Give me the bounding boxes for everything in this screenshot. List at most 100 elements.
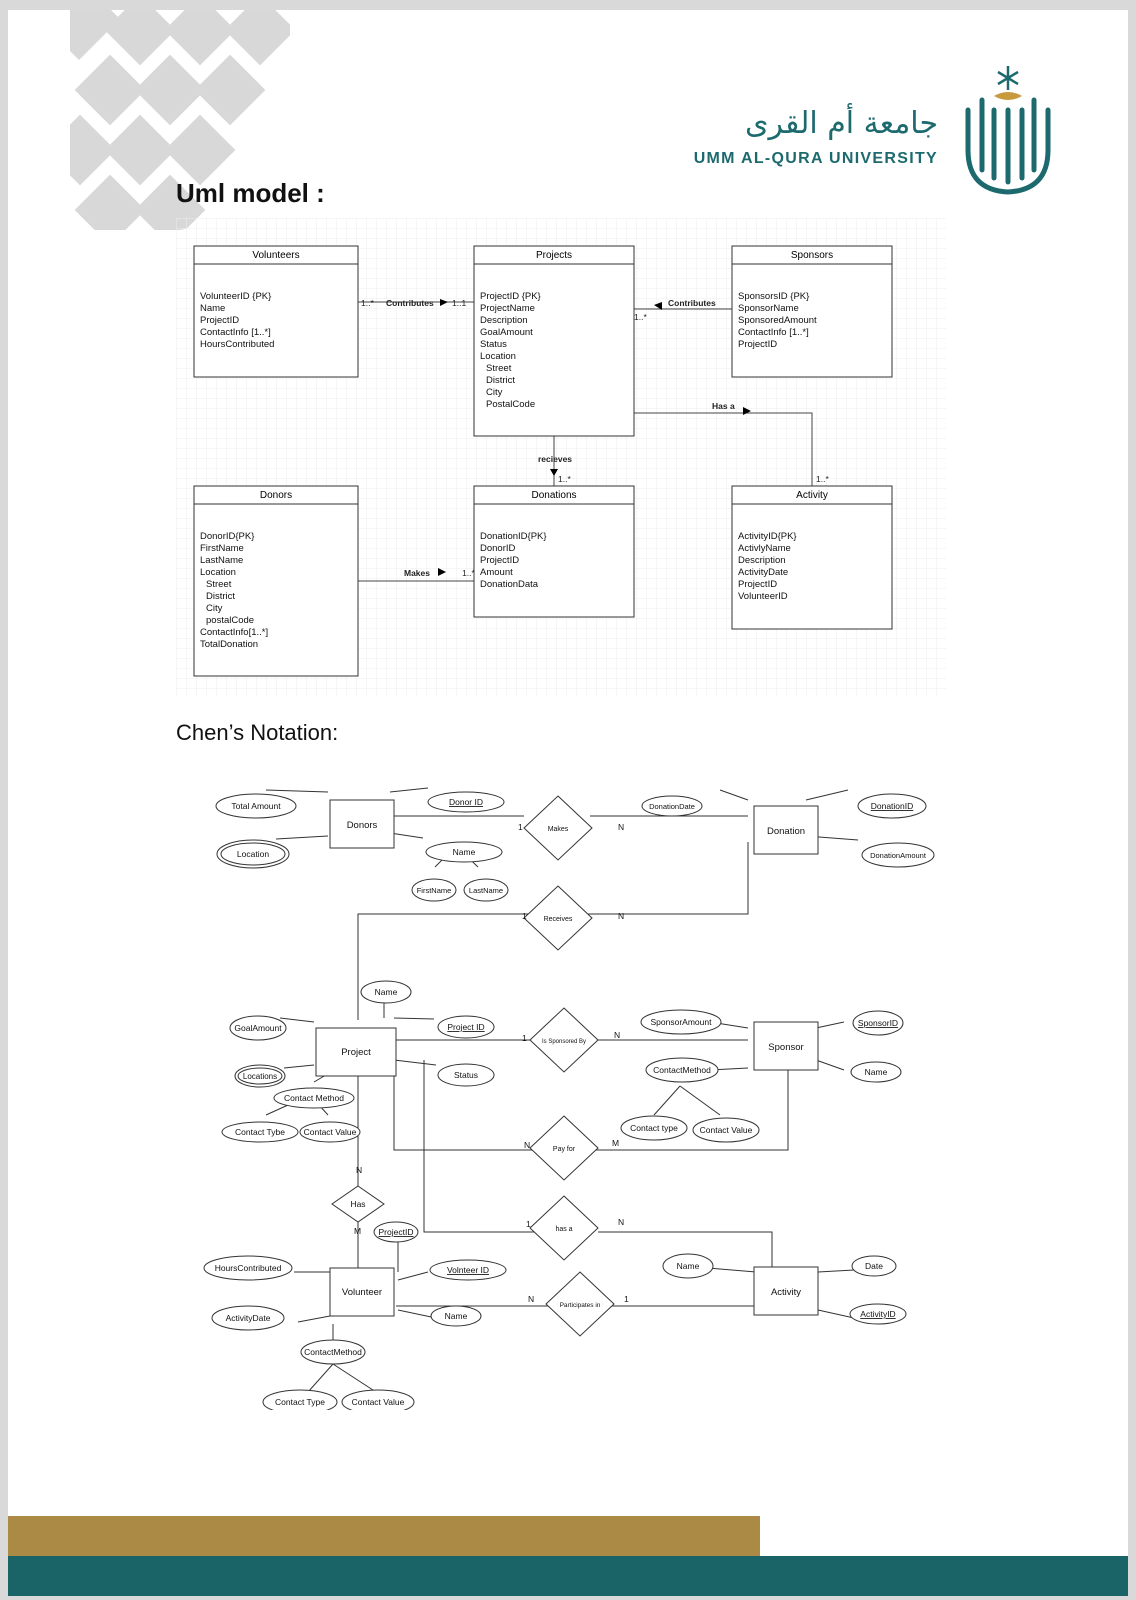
chen-attribute: Name xyxy=(677,1261,700,1271)
chen-relationship-has xyxy=(331,1185,385,1223)
chen-cardinality: M xyxy=(612,1138,619,1148)
uml-class-title: Projects xyxy=(536,250,572,261)
uml-class-activity: Activity ActivityID{PK} ActivlyName Desc… xyxy=(731,485,893,630)
uml-attribute: City xyxy=(206,603,223,614)
uml-attribute: ContactInfo [1..*] xyxy=(738,327,809,338)
assoc-contributes-1-label: Contributes xyxy=(386,298,434,308)
university-emblem-icon xyxy=(965,66,1051,195)
uml-attribute: ActivlyName xyxy=(738,543,791,554)
uml-attribute: TotalDonation xyxy=(200,639,258,650)
chen-cardinality: 1 xyxy=(522,1033,527,1043)
assoc-makes-mult: 1..* xyxy=(462,568,475,578)
chen-cardinality: N xyxy=(356,1165,362,1175)
uml-attribute: FirstName xyxy=(200,543,244,554)
chen-relationship-label: Receives xyxy=(544,916,573,923)
chen-relationship-label: Participates in xyxy=(560,1302,601,1309)
assoc-recieves-mult: 1..* xyxy=(558,474,571,484)
chen-cardinality: 1 xyxy=(522,911,527,921)
uml-attribute: ProjectName xyxy=(480,303,535,314)
uml-class-title: Volunteers xyxy=(252,250,299,261)
chen-attribute: ContactMethod xyxy=(653,1065,711,1075)
university-logo: جامعة أم القرى UMM AL-QURA UNIVERSITY xyxy=(694,50,1098,210)
uml-attribute: SponsoredAmount xyxy=(738,315,817,326)
uml-attribute: ProjectID xyxy=(480,555,519,566)
chen-cardinality: N xyxy=(618,911,624,921)
uml-attribute: ActivityID{PK} xyxy=(738,531,797,542)
assoc-has-a-mult: 1..* xyxy=(816,474,829,484)
uml-attribute: Amount xyxy=(480,567,513,578)
uml-attribute: ProjectID xyxy=(738,579,777,590)
uml-class-donors: Donors DonorID{PK} FirstName LastName Lo… xyxy=(193,485,359,677)
chen-attribute: ContactMethod xyxy=(304,1347,362,1357)
chen-cardinality: N xyxy=(614,1030,620,1040)
chen-relationship-sponsored xyxy=(529,1007,599,1073)
chen-entity-sponsor xyxy=(753,1021,819,1071)
chen-attribute: ActivityDate xyxy=(226,1313,271,1323)
chen-attribute-multivalued: Location xyxy=(237,849,269,859)
chen-attribute: Contact type xyxy=(630,1123,678,1133)
assoc-makes-label: Makes xyxy=(404,568,430,578)
uml-attribute: VolunteerID xyxy=(738,591,788,602)
chen-entity-label: Donation xyxy=(767,826,805,837)
corner-pattern xyxy=(70,10,290,230)
chen-attribute: LastName xyxy=(469,886,503,895)
chen-entity-volunteer xyxy=(329,1267,395,1317)
chen-attribute: Date xyxy=(865,1261,883,1271)
uml-class-title: Donations xyxy=(531,490,576,501)
chen-attribute: DonationAmount xyxy=(870,851,927,860)
chen-cardinality: N xyxy=(528,1294,534,1304)
uml-attribute: ProjectID xyxy=(738,339,777,350)
footer-teal-bar xyxy=(8,1556,1128,1596)
uml-attribute: DonorID{PK} xyxy=(200,531,254,542)
uml-attribute: City xyxy=(486,387,503,398)
chen-relationship-label: Makes xyxy=(548,826,569,833)
chen-cardinality: M xyxy=(354,1226,361,1236)
chen-attribute: Contact Value xyxy=(700,1125,753,1135)
uml-attribute: SponsorsID {PK} xyxy=(738,291,809,302)
chen-relationship-makes xyxy=(523,795,593,861)
chen-attribute: SponsorAmount xyxy=(651,1017,713,1027)
chen-attribute: Name xyxy=(865,1067,888,1077)
chen-entity-activity xyxy=(753,1266,819,1316)
chen-cardinality: N xyxy=(524,1140,530,1150)
chen-relationship-hasa xyxy=(529,1195,599,1261)
chen-attribute: Name xyxy=(375,987,398,997)
chen-entity-donation xyxy=(753,805,819,855)
uml-attribute: ContactInfo[1..*] xyxy=(200,627,268,638)
uml-attribute: PostalCode xyxy=(486,399,535,410)
uml-attribute: Description xyxy=(738,555,786,566)
uml-attribute: DonationData xyxy=(480,579,539,590)
chen-relationship-payfor xyxy=(529,1115,599,1181)
uml-attribute: ProjectID {PK} xyxy=(480,291,541,302)
uml-attribute: LastName xyxy=(200,555,243,566)
uml-class-title: Activity xyxy=(796,490,828,501)
chen-cardinality: N xyxy=(618,822,624,832)
uml-attribute: Status xyxy=(480,339,507,350)
uml-attribute: ContactInfo [1..*] xyxy=(200,327,271,338)
chen-relationship-label: Pay for xyxy=(553,1146,576,1153)
chen-attribute: Contact Tybe xyxy=(235,1127,285,1137)
uml-attribute: Street xyxy=(206,579,232,590)
document-page: جامعة أم القرى UMM AL-QURA UNIVERSITY Um… xyxy=(8,10,1128,1596)
chen-attribute-key: DonationID xyxy=(871,801,914,811)
uml-attribute: Location xyxy=(480,351,516,362)
uml-attribute: ActivityDate xyxy=(738,567,788,578)
uml-attribute: DonorID xyxy=(480,543,516,554)
chen-entity-label: Volunteer xyxy=(342,1287,382,1298)
uml-attribute: Location xyxy=(200,567,236,578)
chen-entity-donors xyxy=(329,799,395,849)
chen-heading: Chen’s Notation: xyxy=(176,720,339,745)
uml-class-title: Sponsors xyxy=(791,250,833,261)
uml-attribute: SponsorName xyxy=(738,303,799,314)
assoc-contributes-2-label: Contributes xyxy=(668,298,716,308)
chen-attribute: FirstName xyxy=(417,886,452,895)
uml-attribute: Name xyxy=(200,303,225,314)
chen-attribute: Contact Value xyxy=(304,1127,357,1137)
chen-attribute-key: Donor ID xyxy=(449,797,483,807)
chen-attribute: Name xyxy=(453,847,476,857)
assoc-contributes-1-mult1: 1..* xyxy=(361,298,374,308)
uml-diagram: Contributes 1..* 1..1 Contributes 1..* H… xyxy=(176,218,946,698)
chen-attribute: Status xyxy=(454,1070,478,1080)
chen-relationship-participates xyxy=(545,1271,615,1337)
assoc-recieves-label: recieves xyxy=(538,454,572,464)
